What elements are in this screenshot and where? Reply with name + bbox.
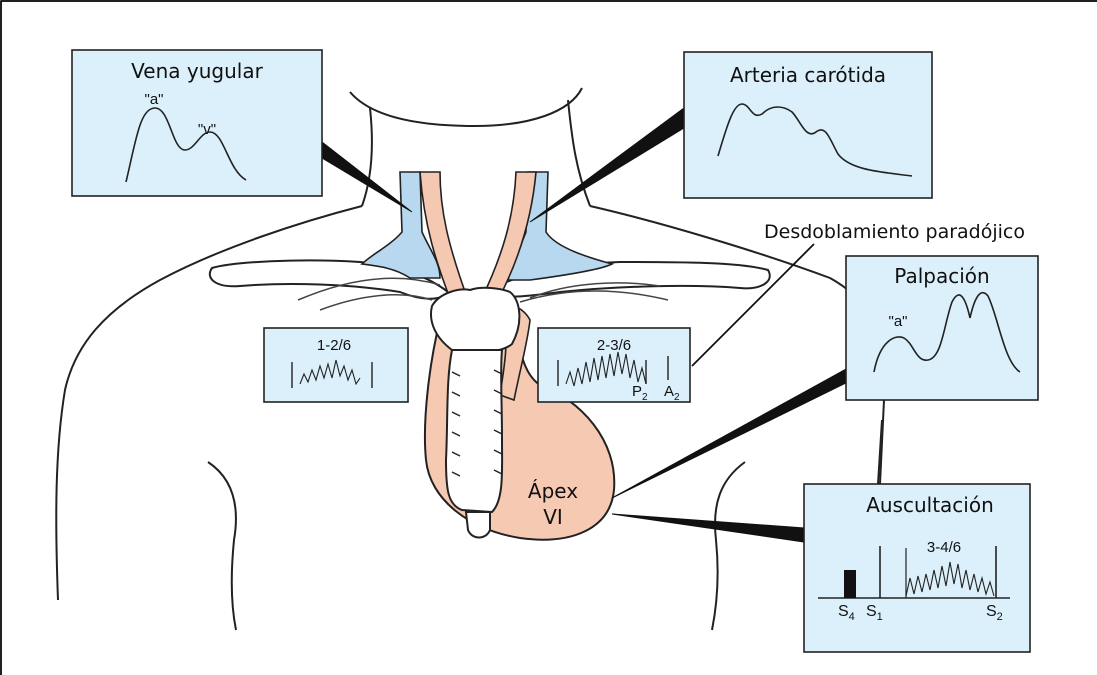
palpation-box: Palpación "a" xyxy=(846,256,1038,400)
palpation-wave-a-label: "a" xyxy=(889,313,908,330)
apex-label-line2: VI xyxy=(543,505,563,529)
jugular-veins xyxy=(362,172,612,280)
jugular-wave-v-label: "v" xyxy=(198,121,216,138)
auscultation-title: Auscultación xyxy=(866,493,994,517)
palpation-title: Palpación xyxy=(894,264,989,288)
jugular-box: Vena yugular "a" "v" xyxy=(72,50,322,196)
right-murmur-box: 2-3/6 P2 A2 xyxy=(538,328,690,403)
left-murmur-grade: 1-2/6 xyxy=(317,337,351,354)
jugular-title: Vena yugular xyxy=(131,59,263,83)
paradoxical-split-label: Desdoblamiento paradójico xyxy=(764,221,1025,243)
carotid-box: Arteria carótida xyxy=(684,52,932,198)
apex-label-line1: Ápex xyxy=(528,479,578,503)
auscultation-box: Auscultación 3-4/6 S4 S1 S2 xyxy=(804,484,1030,652)
right-murmur-grade: 2-3/6 xyxy=(597,337,631,354)
auscultation-grade: 3-4/6 xyxy=(927,539,961,556)
carotid-title: Arteria carótida xyxy=(730,63,886,87)
s4-sound-bar xyxy=(844,570,856,598)
jugular-wave-a-label: "a" xyxy=(145,91,164,108)
left-murmur-box: 1-2/6 xyxy=(264,328,408,402)
